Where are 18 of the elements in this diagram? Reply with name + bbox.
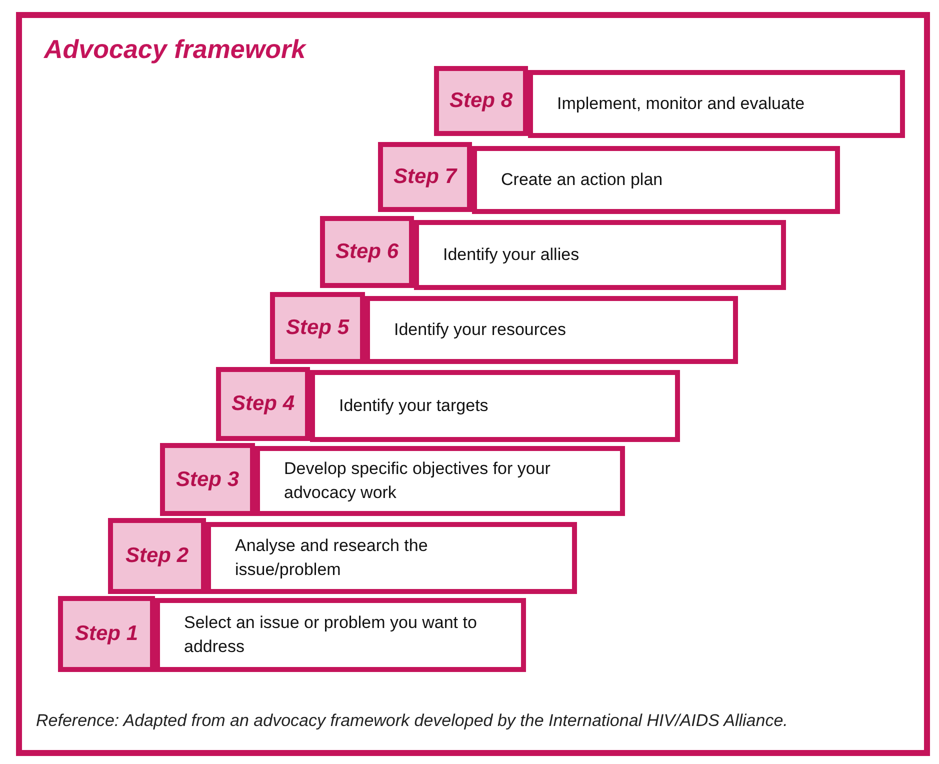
step-box: Step 7 [378,142,472,212]
step-description-box: Identify your resources [365,296,738,364]
step-box: Step 4 [216,367,310,441]
step-description-box: Create an action plan [472,146,840,214]
step-description-box: Identify your targets [310,370,680,442]
step-description-box: Analyse and research the issue/problem [206,522,577,594]
step-box: Step 6 [320,216,414,288]
step-box: Step 5 [270,292,365,364]
title: Advocacy framework [44,36,306,62]
step-box: Step 3 [160,443,255,516]
step-box: Step 1 [58,596,155,672]
step-description-box: Select an issue or problem you want to address [155,598,526,672]
caption: Reference: Adapted from an advocacy framework developed by the International HIV/AIDS Alliance. [36,710,788,732]
step-description-box: Develop specific objectives for your advocacy work [255,446,625,516]
step-box: Step 2 [108,518,206,594]
step-description-box: Identify your allies [414,220,786,290]
step-box: Step 8 [434,66,528,136]
step-description-box: Implement, monitor and evaluate [528,70,905,138]
